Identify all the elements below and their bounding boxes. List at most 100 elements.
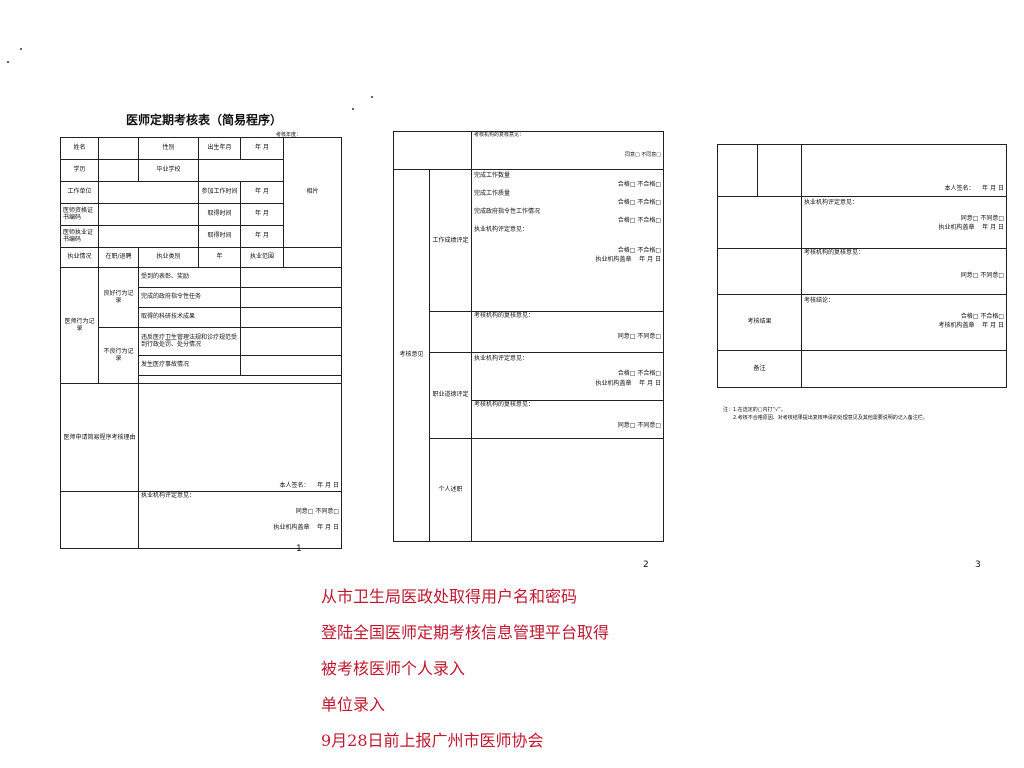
- ethics-label: 职业道德评定: [429, 351, 472, 439]
- scan-speck: [7, 61, 9, 63]
- p3-review-cell[interactable]: 考核机构的复核意见： 同意□ 不同意□: [801, 248, 1007, 295]
- prac-cert-label: 医师执业证书编码: [60, 225, 99, 248]
- education-label: 学历: [60, 159, 99, 182]
- page-number-1: 1: [296, 544, 302, 554]
- conclusion-pass-fail[interactable]: 合格□ 不合格□: [960, 312, 1004, 320]
- work-org-pass-fail[interactable]: 合格□ 不合格□: [617, 247, 661, 255]
- ethics-review-cell[interactable]: 考核机构的复核意见： 同意□ 不同意□: [471, 399, 664, 439]
- photo-box: 相片: [283, 137, 342, 248]
- work-review-blank: [429, 311, 472, 353]
- prac-scope-cell[interactable]: [283, 247, 342, 268]
- prac-scope-label: 执业范围: [240, 247, 284, 268]
- p3-org-eval-cell[interactable]: 执业机构评定意见： 同意□ 不同意□ 执业机构盖章 年 月 日: [801, 196, 1007, 249]
- qual-cert-cell[interactable]: [98, 203, 199, 226]
- accidents-label: 发生医疗事故情况: [138, 355, 241, 376]
- join-time-cell[interactable]: 年 月: [240, 181, 284, 204]
- p3-signature-line: 本人签名： 年 月 日: [944, 185, 1004, 193]
- assessment-year-label: 考核年度：: [276, 132, 302, 138]
- personal-statement-label: 个人述职: [429, 437, 472, 543]
- p3-blank-b: [757, 144, 802, 197]
- qual-obtain-label: 取得时间: [198, 203, 241, 226]
- result-label: 考核结果: [717, 294, 802, 351]
- step-1: 从市卫生局医政处取得用户名和密码: [321, 587, 578, 606]
- birth-label: 出生年月: [198, 137, 241, 160]
- name-cell[interactable]: [98, 137, 139, 160]
- workplace-label: 工作单位: [60, 181, 99, 204]
- work-review-cell[interactable]: 考核机构的复核意见： 同意□ 不同意□: [471, 311, 664, 353]
- work-performance-cell[interactable]: 完成工作数量 合格□ 不合格□ 完成工作质量 合格□ 不合格□ 完成政府指令性工…: [471, 169, 664, 313]
- research-cell[interactable]: [240, 307, 342, 328]
- result-cell[interactable]: 考核结论： 合格□ 不合格□ 考核机构盖章 年 月 日: [801, 294, 1007, 351]
- p3-org-eval-label: 执业机构评定意见：: [804, 199, 859, 206]
- step-5: 9月28日前上报广州市医师协会: [321, 731, 544, 750]
- workload-label: 完成工作数量: [474, 172, 511, 180]
- ethics-pass-fail[interactable]: 合格□ 不合格□: [617, 370, 661, 378]
- p3-signature-cell[interactable]: 本人签名： 年 月 日: [801, 144, 1007, 197]
- note-1: 注：1.在选定的□内打“√”。: [723, 407, 786, 413]
- personal-statement-cell[interactable]: [471, 437, 664, 543]
- school-cell[interactable]: [198, 159, 284, 182]
- org-opinion-cell[interactable]: 执业机构评定意见： 同意□ 不同意□ 执业机构盖章 年 月 日: [138, 491, 342, 549]
- p3-review-blank: [717, 248, 802, 295]
- education-cell[interactable]: [98, 159, 139, 182]
- form-page-2: 考核机构的复核意见： 同意□ 不同意□ 考核意见 工作成绩评定 完成工作数量 合…: [393, 130, 664, 543]
- work-performance-label: 工作成绩评定: [429, 169, 472, 313]
- p2-top-agree-disagree[interactable]: 同意□ 不同意□: [624, 151, 661, 158]
- step-4: 单位录入: [321, 695, 386, 714]
- prac-cert-cell[interactable]: [98, 225, 199, 248]
- apply-reason-cell[interactable]: 本人签名： 年 月 日: [138, 383, 342, 492]
- p3-org-blank: [717, 196, 802, 249]
- assess-seal-line: 考核机构盖章 年 月 日: [938, 322, 1004, 330]
- ethics-org-eval-label: 执业机构评定意见：: [474, 354, 529, 362]
- violations-label: 违反医疗卫生管理法规和诊疗规范受到行政处罚、处分情况: [138, 327, 241, 356]
- gov-tasks-label: 完成的政府指令性任务: [138, 287, 241, 308]
- qual-obtain-cell[interactable]: 年 月: [240, 203, 284, 226]
- onjob-label: 在职/退聘: [98, 247, 139, 268]
- org-opinion-blank: [60, 491, 139, 549]
- prac-obtain-cell[interactable]: 年 月: [240, 225, 284, 248]
- gov-tasks-cell[interactable]: [240, 287, 342, 308]
- work-review-agree-disagree[interactable]: 同意□ 不同意□: [617, 333, 661, 341]
- quality-pass-fail[interactable]: 合格□ 不合格□: [617, 199, 661, 207]
- ethics-review-label: 考核机构的复核意见：: [474, 400, 535, 408]
- form-title: 医师定期考核表（简易程序）: [126, 113, 283, 127]
- gov-work-label: 完成政府指令性工作情况: [474, 208, 541, 216]
- form-page-2-table: 考核机构的复核意见： 同意□ 不同意□ 考核意见 工作成绩评定 完成工作数量 合…: [393, 130, 664, 543]
- p2-top-review-cell[interactable]: 考核机构的复核意见： 同意□ 不同意□: [471, 130, 664, 171]
- p2-top-review-label: 考核机构的复核意见：: [474, 132, 525, 138]
- join-time-label: 参加工作时间: [198, 181, 241, 204]
- assessment-opinion-label: 考核意见: [393, 169, 430, 542]
- workplace-cell[interactable]: [98, 181, 199, 204]
- practice-status-label: 执业情况: [60, 247, 99, 268]
- page-number-3: 3: [975, 560, 981, 570]
- research-label: 取得的科研技术成果: [138, 307, 241, 328]
- bad-record-label: 不良行为记录: [98, 327, 139, 384]
- form-page-1: 姓名 性别 出生年月 年 月 相片 学历 毕业学校 工作单位 参加工作时间 年 …: [60, 137, 342, 549]
- scan-speck: [371, 96, 373, 98]
- p3-review-agree-disagree[interactable]: 同意□ 不同意□: [960, 271, 1004, 279]
- p1-signature-line: 本人签名： 年 月 日: [279, 482, 339, 490]
- p1-agree-disagree[interactable]: 同意□ 不同意□: [295, 507, 339, 515]
- remarks-cell[interactable]: [801, 350, 1007, 388]
- qual-cert-label: 医师资格证书编码: [60, 203, 99, 226]
- ethics-org-cell[interactable]: 执业机构评定意见： 合格□ 不合格□ 执业机构盖章 年 月 日: [471, 351, 664, 401]
- workload-pass-fail[interactable]: 合格□ 不合格□: [617, 181, 661, 189]
- violations-cell[interactable]: [240, 327, 342, 356]
- prac-obtain-label: 取得时间: [198, 225, 241, 248]
- conclusion-label: 考核结论：: [804, 297, 835, 304]
- p3-org-agree-disagree[interactable]: 同意□ 不同意□: [960, 214, 1004, 222]
- bad-record-blank: [138, 375, 342, 384]
- ethics-review-agree-disagree[interactable]: 同意□ 不同意□: [617, 421, 661, 429]
- gov-work-pass-fail[interactable]: 合格□ 不合格□: [617, 217, 661, 225]
- birth-cell[interactable]: 年 月: [240, 137, 284, 160]
- awards-cell[interactable]: [240, 267, 342, 288]
- p3-org-seal-line: 执业机构盖章 年 月 日: [938, 224, 1004, 232]
- quality-label: 完成工作质量: [474, 190, 511, 198]
- accidents-cell[interactable]: [240, 355, 342, 376]
- prac-year-cell[interactable]: 年: [198, 247, 241, 268]
- prac-category-label: 执业类别: [138, 247, 199, 268]
- work-review-label: 考核机构的复核意见：: [474, 312, 535, 320]
- remarks-label: 备注: [717, 350, 802, 388]
- step-2: 登陆全国医师定期考核信息管理平台取得: [321, 623, 610, 642]
- scan-speck: [352, 108, 354, 110]
